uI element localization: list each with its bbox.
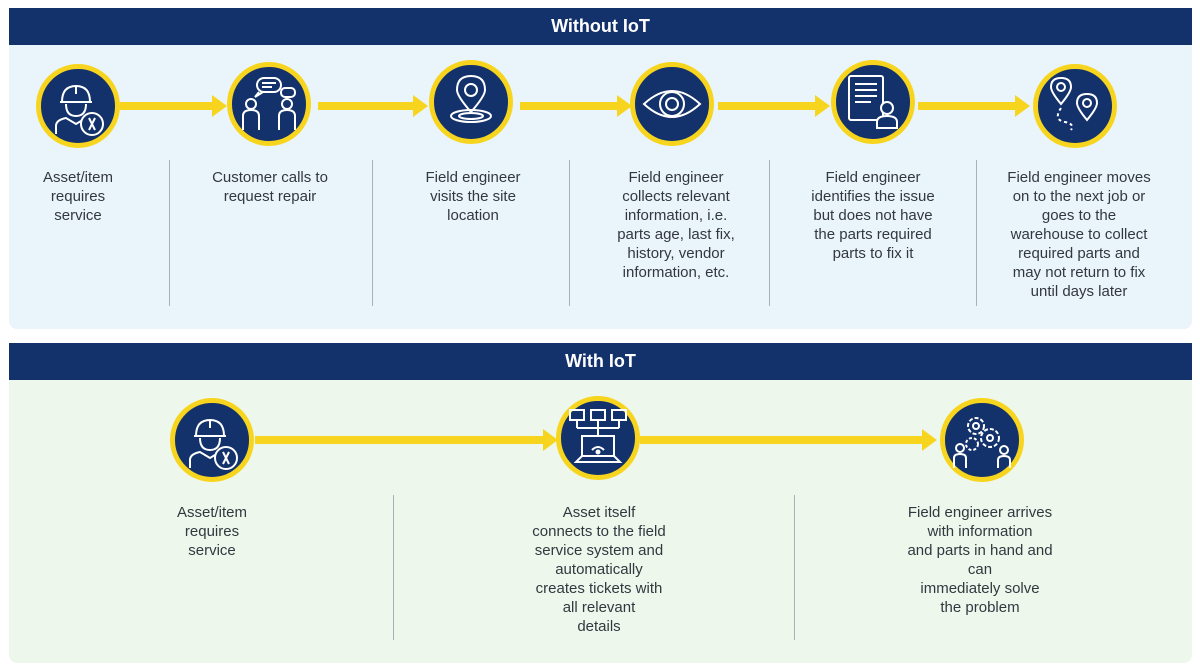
step-description: Field engineer identifies the issue but …	[811, 169, 935, 262]
customer-call-chat-icon	[242, 77, 296, 130]
document-person-icon	[848, 75, 898, 129]
step-description: Asset/item requires service	[42, 169, 114, 224]
location-pin-icon	[450, 74, 492, 123]
step-node-customer-call	[227, 62, 311, 146]
arrow-head	[815, 95, 830, 117]
step-description: Asset itself connects to the field servi…	[532, 504, 666, 635]
step-divider	[976, 160, 977, 306]
engineer-wrench-icon	[55, 84, 104, 136]
arrow-head	[922, 429, 937, 451]
eye-icon	[642, 90, 702, 118]
step-node-solve	[940, 398, 1024, 482]
flow-arrow	[918, 102, 1018, 110]
step-description: Customer calls to request repair	[212, 169, 328, 205]
with-iot-header: With IoT	[9, 343, 1192, 380]
arrow-head	[1015, 95, 1030, 117]
step-divider	[393, 495, 394, 640]
step-description: Field engineer collects relevant informa…	[617, 169, 735, 281]
arrow-head	[543, 429, 558, 451]
step-node-identify-issue	[831, 60, 915, 144]
flow-arrow	[120, 102, 215, 110]
step-divider	[794, 495, 795, 640]
without-iot-header: Without IoT	[9, 8, 1192, 45]
step-divider	[769, 160, 770, 306]
step-description: Asset/item requires service	[176, 504, 248, 559]
arrow-head	[617, 95, 632, 117]
arrow-head	[212, 95, 227, 117]
arrow-head	[413, 95, 428, 117]
step-node-auto-ticket	[556, 396, 640, 480]
step-divider	[169, 160, 170, 306]
step-node-collect-info	[630, 62, 714, 146]
flow-arrow	[255, 436, 545, 444]
flow-arrow	[318, 102, 416, 110]
network-laptop-icon	[569, 409, 627, 463]
step-node-asset-iot	[170, 398, 254, 482]
with-iot-title: With IoT	[565, 351, 636, 371]
flow-arrow	[640, 436, 925, 444]
step-description: Field engineer visits the site location	[425, 169, 521, 224]
step-divider	[372, 160, 373, 306]
engineer-wrench-icon	[189, 418, 238, 470]
without-iot-title: Without IoT	[551, 16, 650, 36]
flow-arrow	[520, 102, 620, 110]
step-node-site-visit	[429, 60, 513, 144]
without-iot-panel	[9, 45, 1192, 329]
step-node-asset	[36, 64, 120, 148]
gears-team-icon	[953, 417, 1011, 468]
route-map-icon	[1049, 76, 1099, 131]
step-description: Field engineer arrives with information …	[907, 504, 1053, 616]
flow-arrow	[718, 102, 818, 110]
step-node-next-job	[1033, 64, 1117, 148]
step-description: Field engineer moves on to the next job …	[1007, 169, 1151, 300]
step-divider	[569, 160, 570, 306]
